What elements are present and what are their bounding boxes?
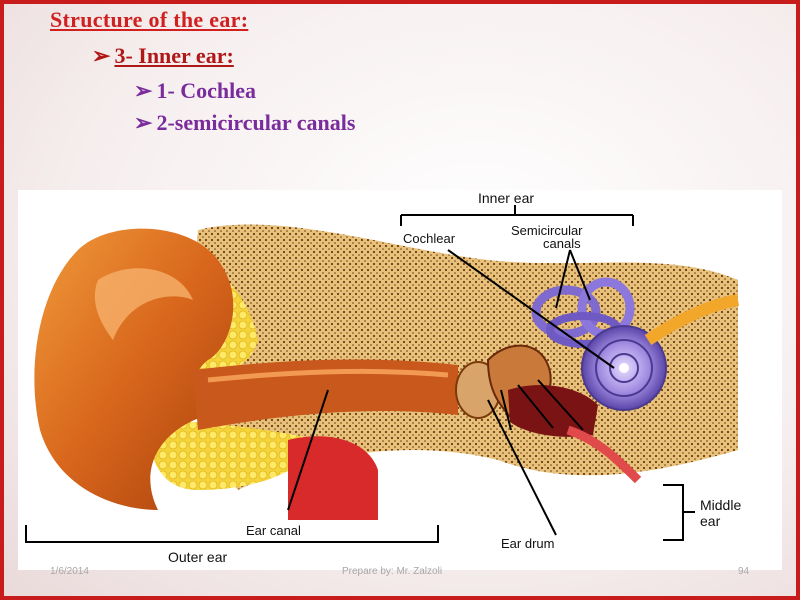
bullet-inner-ear-text: 3- Inner ear: <box>114 43 233 68</box>
bullet-cochlea-text: 1- Cochlea <box>156 78 256 103</box>
label-ear-canal: Ear canal <box>246 523 301 538</box>
bullet-semicircular-text: 2-semicircular canals <box>156 110 355 135</box>
label-outer-ear: Outer ear <box>168 549 227 565</box>
label-cochlear: Cochlear <box>403 231 456 246</box>
label-semicircular-2: canals <box>543 236 581 251</box>
footer-author: Prepare by: Mr. Zalzoli <box>342 566 442 577</box>
footer-date: 1/6/2014 <box>50 566 89 577</box>
label-middle-ear-1: Middle <box>700 497 741 513</box>
bullet-semicircular: ➢2-semicircular canals <box>134 110 355 136</box>
arrowhead-bullet-icon: ➢ <box>134 78 152 104</box>
arrowhead-bullet-icon: ➢ <box>92 43 110 69</box>
ear-diagram: Inner ear Cochlear Semicircular canals E… <box>18 190 782 570</box>
label-inner-ear: Inner ear <box>478 190 534 206</box>
label-ear-drum: Ear drum <box>501 536 554 551</box>
bullet-cochlea: ➢1- Cochlea <box>134 78 256 104</box>
label-middle-ear-2: ear <box>700 513 721 529</box>
bullet-inner-ear: ➢3- Inner ear: <box>92 43 234 69</box>
arrowhead-bullet-icon: ➢ <box>134 110 152 136</box>
footer-page-number: 94 <box>738 566 749 577</box>
slide-title: Structure of the ear: <box>50 7 248 33</box>
ear-diagram-svg: Inner ear Cochlear Semicircular canals E… <box>18 190 782 570</box>
